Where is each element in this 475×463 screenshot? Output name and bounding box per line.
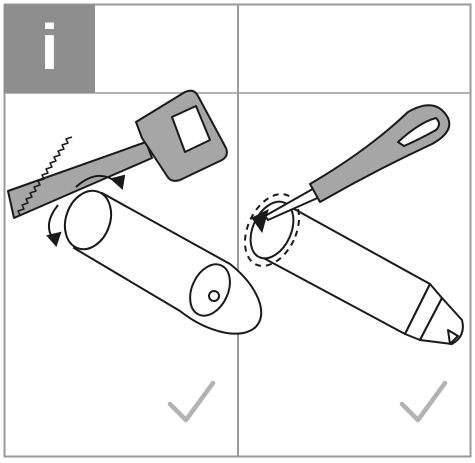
cylinder-icon <box>63 189 263 335</box>
panel-frame <box>3 3 472 458</box>
panel-right <box>243 104 464 423</box>
utility-knife-icon <box>264 104 451 221</box>
tapered-tube-icon <box>243 193 464 345</box>
panel-left <box>7 89 263 423</box>
handsaw-icon <box>7 89 228 219</box>
info-badge: i <box>4 4 95 93</box>
checkmark-icon <box>399 380 448 423</box>
info-icon: i <box>40 10 59 83</box>
rotate-arrows-icon <box>46 174 126 247</box>
checkmark-icon <box>167 380 216 423</box>
rotate-arrow-icon <box>251 209 269 234</box>
